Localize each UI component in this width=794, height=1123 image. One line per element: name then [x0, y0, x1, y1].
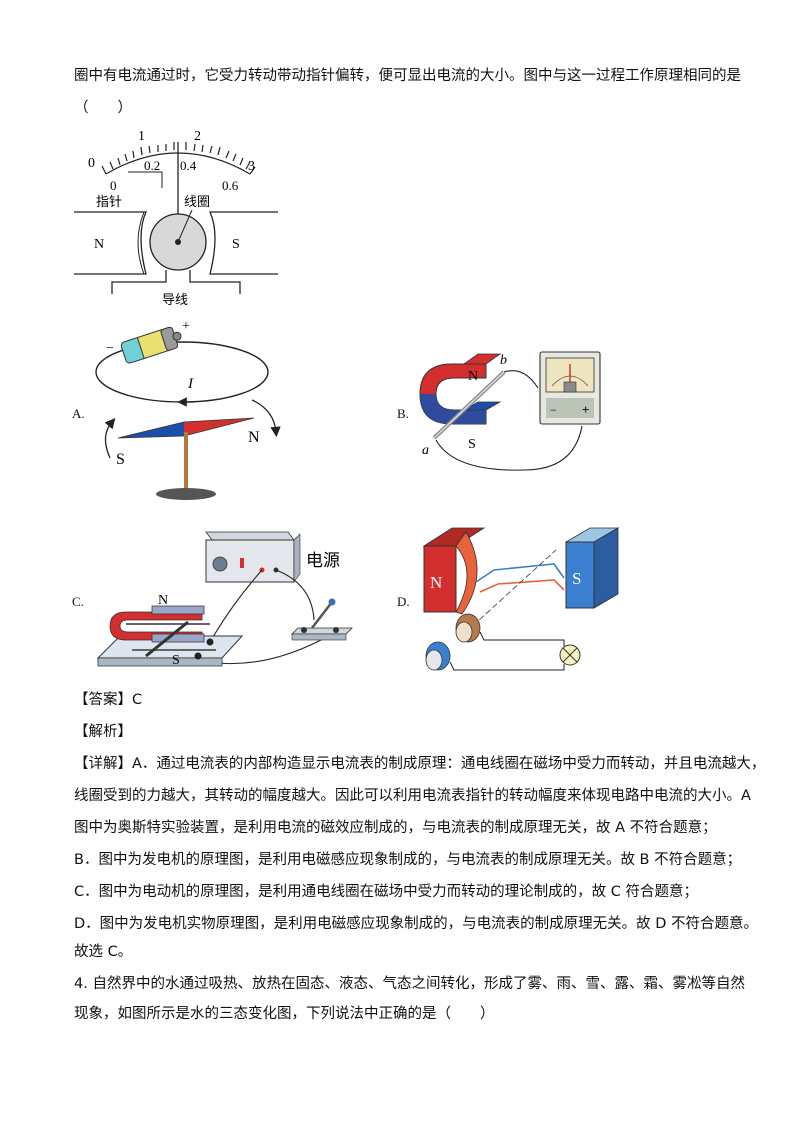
analysis-line4: B．图中为发电机的原理图，是利用电磁感应现象制成的，与电流表的制成原理无关。故 … — [74, 852, 742, 868]
scale-bottom-1: 0.2 — [144, 158, 160, 173]
label-pointer: 指针 — [96, 195, 122, 210]
scale-top-2: 2 — [194, 129, 201, 144]
analysis-detail-label: 【详解】 — [74, 756, 132, 772]
question4-line2: 现象，如图所示是水的三态变化图，下列说法中正确的是（ ） — [74, 1006, 495, 1022]
answer-line: 【答案】C — [74, 690, 142, 710]
analysis-line3: 图中为奥斯特实验装置，是利用电流的磁效应制成的，与电流表的制成原理无关，故 A … — [74, 820, 717, 836]
scale-bottom-2: 0.4 — [180, 158, 197, 173]
analysis-line2: 线圈受到的力越大，其转动的幅度越大。因此可以利用电流表指针的转动幅度来体现电路中… — [74, 788, 751, 804]
battery-plus: + — [182, 319, 190, 334]
galvanometer-plus: + — [582, 402, 589, 417]
magnet-s-label: S — [232, 237, 240, 252]
analysis-line1: 【详解】A．通过电流表的内部构造显示电流表的制成原理：通电线圈在磁场中受力而转动… — [74, 754, 765, 774]
scale-bottom-0: 0 — [110, 178, 117, 193]
ammeter-structure-figure: 0 1 2 3 0 0.2 0.4 0.6 指针 线圈 N S 导线 — [74, 129, 278, 308]
galvanometer-minus: − — [550, 403, 557, 417]
analysis-label: 【解析】 — [74, 724, 132, 740]
analysis-line7: 故选 C。 — [74, 944, 133, 960]
label-coil: 线圈 — [184, 195, 210, 210]
option-a-tag: A. — [72, 406, 85, 421]
magnet-b-s-label: S — [468, 437, 476, 452]
question4-line1: 4. 自然界中的水通过吸热、放热在固态、液态、气态之间转化，形成了雾、雨、雪、露… — [74, 976, 745, 992]
scale-bottom-3: 0.6 — [222, 178, 239, 193]
needle-s-label: S — [116, 451, 125, 468]
analysis-line6: D．图中为发电机实物原理图，是利用电磁感应现象制成的，与电流表的制成原理无关。故… — [74, 916, 759, 932]
scale-top-0: 0 — [88, 156, 95, 171]
rod-end-b: b — [500, 353, 507, 368]
answer-label: 【答案】 — [74, 692, 132, 708]
rod-end-a: a — [422, 443, 429, 458]
option-d-generator-figure: N S — [422, 527, 620, 671]
option-d-tag: D. — [397, 594, 410, 609]
scale-top-3: 3 — [248, 159, 255, 174]
needle-n-label: N — [248, 429, 260, 446]
option-b-tag: B. — [397, 406, 409, 421]
option-a-oersted-figure: − + I S N — [95, 319, 281, 500]
scale-top-1: 1 — [138, 129, 145, 144]
option-c-motor-figure: 电源 N S — [96, 531, 353, 668]
option-b-generator-figure: N S a b − + — [419, 351, 601, 471]
magnet-n-label: N — [94, 237, 104, 252]
current-label: I — [187, 376, 194, 392]
question-stem-line2: （ ） — [74, 100, 132, 116]
answer-value: C — [132, 692, 143, 708]
magnet-d-s-label: S — [572, 569, 581, 588]
magnet-c-s-label: S — [172, 653, 180, 668]
magnet-b-n-label: N — [468, 369, 478, 384]
analysis-line5: C．图中为电动机的原理图，是利用通电线圈在磁场中受力而转动的理论制成的，故 C … — [74, 884, 698, 900]
option-c-tag: C. — [72, 594, 84, 609]
battery-minus: − — [106, 341, 114, 356]
magnet-d-n-label: N — [430, 573, 442, 592]
power-supply-label: 电源 — [306, 551, 340, 571]
magnet-c-n-label: N — [158, 593, 168, 608]
question-stem-line1: 圈中有电流通过时，它受力转动带动指针偏转，便可显出电流的大小。图中与这一过程工作… — [74, 68, 741, 84]
analysis-line1-text: A．通过电流表的内部构造显示电流表的制成原理：通电线圈在磁场中受力而转动，并且电… — [132, 756, 766, 772]
label-wire: 导线 — [162, 293, 188, 308]
